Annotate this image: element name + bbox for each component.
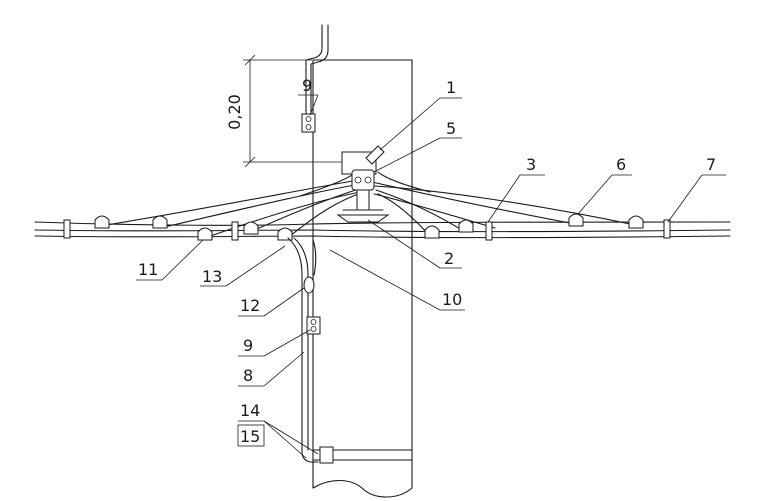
- label-13: 13: [202, 267, 222, 286]
- label-14: 14: [240, 401, 260, 420]
- cable-ties: [63, 219, 671, 241]
- label-12: 12: [240, 296, 260, 315]
- main-line-clamps: [94, 213, 644, 241]
- label-15: 15: [240, 427, 260, 446]
- pole: [312, 59, 413, 498]
- label-1: 1: [446, 78, 456, 97]
- anchor-assembly: [336, 145, 390, 223]
- pole-break-line: [312, 479, 413, 498]
- label-8: 8: [243, 366, 253, 385]
- callout-labels: 1 5 9 3 6 7 2 10 11 13 12 9 8 14 15: [138, 76, 716, 446]
- label-2: 2: [444, 249, 454, 268]
- clamp-lower: [306, 316, 321, 335]
- leader-lines: [136, 94, 726, 459]
- dimension-text: 0,20: [225, 94, 244, 130]
- main-line-cables: [34, 221, 731, 239]
- label-7: 7: [706, 155, 716, 174]
- label-3: 3: [526, 155, 536, 174]
- label-10: 10: [442, 290, 462, 309]
- label-6: 6: [616, 155, 626, 174]
- pole-band: [301, 446, 413, 464]
- label-9-lower: 9: [243, 336, 253, 355]
- fan-cables: [99, 171, 641, 239]
- label-5: 5: [446, 119, 456, 138]
- branch-downlead: [287, 237, 317, 453]
- label-11: 11: [138, 260, 158, 279]
- label-9-upper: 9: [302, 76, 312, 95]
- dimension-marker: 0,20: [225, 54, 342, 168]
- top-downlead-cable: [305, 24, 323, 121]
- clamp-upper: [301, 113, 316, 133]
